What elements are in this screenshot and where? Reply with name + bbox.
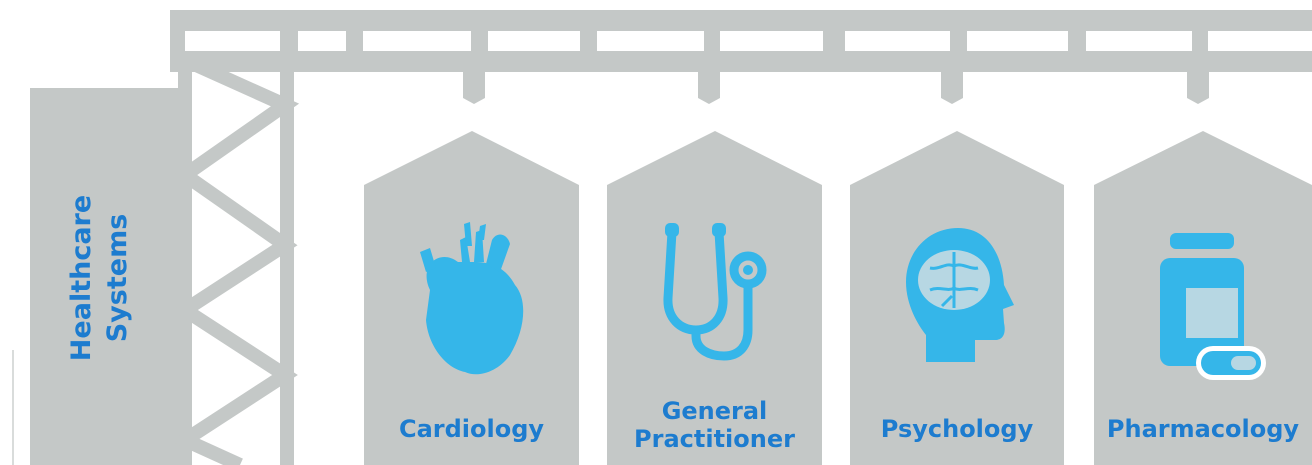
silo-label-cardiology: Cardiology — [364, 415, 579, 444]
silo-general-practitioner — [607, 131, 822, 465]
feed-pipes — [463, 70, 1209, 104]
silo-label-line2: Practitioner — [634, 424, 795, 453]
stethoscope-icon — [663, 227, 767, 361]
side-panel-label-line1: Healthcare — [65, 194, 97, 362]
silo-label-pharmacology: Pharmacology — [1094, 415, 1312, 444]
silo-label-line1: Cardiology — [398, 415, 545, 443]
left-edge-line — [12, 350, 14, 465]
heart-icon — [420, 222, 524, 375]
silo-label-line1: Pharmacology — [1106, 415, 1300, 443]
tower-lattice — [170, 45, 300, 465]
silo-label-general-practitioner: General Practitioner — [607, 397, 822, 453]
top-beam — [170, 10, 1312, 72]
side-panel-label: Healthcare Systems — [0, 195, 230, 361]
silo-label-line1: General — [661, 397, 768, 425]
side-panel — [30, 88, 190, 465]
stethoscope-ear-tips — [665, 223, 753, 275]
brain-head-icon — [906, 228, 1014, 362]
silo-label-line1: Psychology — [880, 415, 1034, 443]
side-panel-label-line2: Systems — [102, 213, 133, 343]
medicine-bottle-icon — [1160, 233, 1266, 380]
silo-label-psychology: Psychology — [850, 415, 1064, 444]
